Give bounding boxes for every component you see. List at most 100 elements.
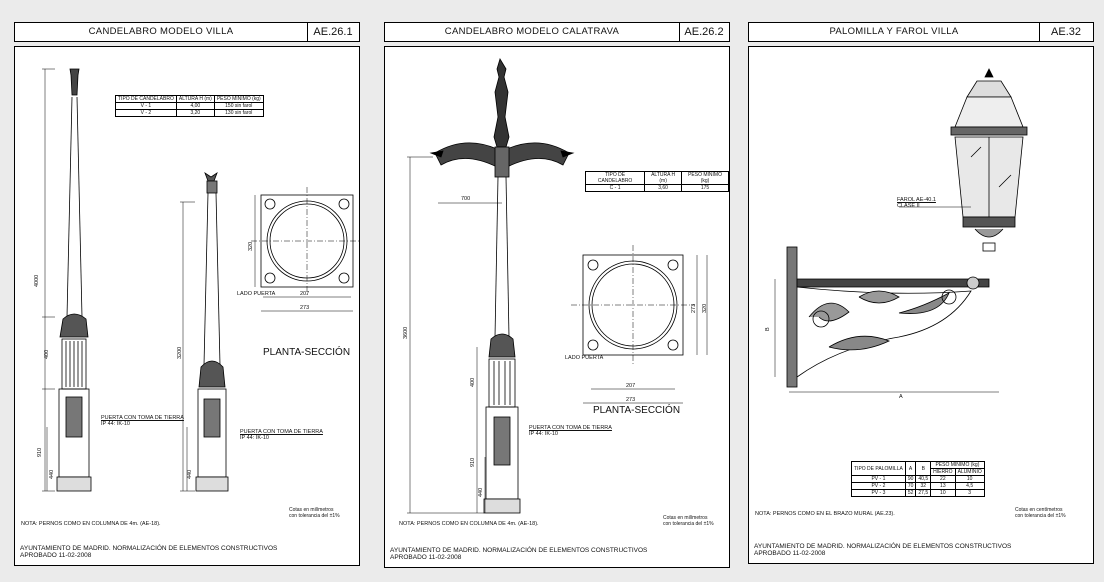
table-header: A — [904, 461, 917, 476]
drawing-villa — [42, 68, 359, 492]
sheet-title: PALOMILLA Y FAROL VILLA — [749, 23, 1040, 41]
table-cell: 10 — [930, 489, 956, 497]
table-row: PV - 3 52 27,5 10 3 — [851, 489, 985, 497]
table-cell: 70 — [904, 482, 917, 490]
dim-label: 910 — [37, 447, 43, 457]
table-cell: 90 — [904, 475, 917, 483]
tolerance-line: Cotas en milímetros — [289, 507, 334, 513]
table-cell: 52 — [904, 489, 917, 497]
table-header: B — [915, 461, 932, 476]
ip-label: IP 44: IK-10 — [529, 431, 558, 437]
dim-label: B — [765, 327, 771, 331]
table-row: V - 1 4,00 150 sin farol — [115, 102, 264, 110]
lado-puerta-label: LADO PUERTA — [237, 291, 276, 297]
table-header: PESO MINIMO (kg) — [213, 95, 264, 103]
sheet-palomilla: PALOMILLA Y FAROL VILLA AE.32 — [748, 22, 1094, 568]
table-cell: 27,5 — [915, 489, 932, 497]
table-cell: PV - 3 — [851, 489, 906, 497]
table-row: PV - 1 90 40,5 22 10 — [851, 475, 985, 483]
title-block: PALOMILLA Y FAROL VILLA AE.32 — [748, 22, 1094, 42]
table-cell: 3,60 — [644, 184, 683, 192]
table-cell: 3,20 — [175, 109, 215, 117]
bolts-note: NOTA: PERNOS COMO EN EL BRAZO MURAL (AE.… — [755, 511, 895, 517]
footer-line: APROBADO 11-02-2008 — [390, 554, 462, 561]
column-v1 — [56, 68, 92, 492]
dim-label: 320 — [248, 241, 254, 251]
dim-label: 320 — [702, 303, 708, 313]
sheet-title: CANDELABRO MODELO VILLA — [15, 23, 308, 41]
dim-label: 440 — [187, 469, 193, 479]
dim-label: 3200 — [177, 346, 183, 359]
farol-class: CLASE II — [897, 203, 920, 209]
plan-section-title: PLANTA-SECCIÓN — [263, 347, 351, 358]
table-cell: 3 — [954, 489, 985, 497]
table-header: PESO MINIMO (kg) — [930, 461, 985, 469]
table-cell: V - 1 — [115, 102, 177, 110]
table-cell: C - 1 — [584, 184, 646, 192]
table-cell: 130 sin farol — [213, 109, 264, 117]
dim-label: 400 — [470, 377, 476, 387]
footer-line: AYUNTAMIENTO DE MADRID. NORMALIZACIÓN DE… — [20, 545, 278, 552]
door-label: PUERTA CON TOMA DE TIERRA — [240, 429, 323, 435]
door-label: PUERTA CON TOMA DE TIERRA — [101, 415, 184, 421]
dim-label: 700 — [461, 196, 471, 202]
table-header: TIPO DE CANDELABRO — [584, 171, 646, 185]
table-cell: PV - 2 — [851, 482, 906, 490]
table-header: ALTURA H (m) — [644, 171, 683, 185]
table-header: ALTURA H (m) — [175, 95, 215, 103]
bolts-note: NOTA: PERNOS COMO EN COLUMNA DE 4m. (AE-… — [399, 521, 539, 527]
plan-section-title: PLANTA-SECCIÓN — [593, 405, 681, 416]
door-label: PUERTA CON TOMA DE TIERRA — [529, 425, 612, 431]
table-cell: 10 — [954, 475, 985, 483]
footer-line: APROBADO 11-02-2008 — [20, 552, 92, 559]
footer: AYUNTAMIENTO DE MADRID. NORMALIZACIÓN DE… — [20, 545, 277, 559]
drawing-calatrava — [407, 58, 708, 514]
sheet-code: AE.26.1 — [313, 26, 353, 38]
tolerance-note: Cotas en milímetros con tolerancia del ±… — [663, 515, 714, 527]
column-c1 — [429, 58, 575, 514]
dim-label: 273 — [626, 397, 636, 403]
sheet-code: AE.26.2 — [684, 26, 724, 38]
dim-label: 207 — [300, 291, 310, 297]
table-header: TIPO DE CANDELABRO — [115, 95, 177, 103]
dim-label: 910 — [470, 457, 476, 467]
table-cell: 13 — [930, 482, 956, 490]
calatrava-table: TIPO DE CANDELABRO ALTURA H (m) PESO MIN… — [584, 171, 729, 192]
table-cell: 4,00 — [175, 102, 215, 110]
table-cell: 4,5 — [954, 482, 985, 490]
drawing-area: TIPO DE CANDELABRO ALTURA H (m) PESO MIN… — [384, 46, 730, 568]
drawing-palomilla — [774, 68, 1028, 393]
footer: AYUNTAMIENTO DE MADRID. NORMALIZACIÓN DE… — [754, 543, 1011, 557]
table-cell: 40,5 — [915, 475, 932, 483]
table-cell: 22 — [930, 475, 956, 483]
tolerance-note: Cotas en milímetros con tolerancia del ±… — [289, 507, 340, 519]
table-subheader: HIERRO — [930, 468, 956, 476]
bolts-note: NOTA: PERNOS COMO EN COLUMNA DE 4m. (AE-… — [21, 521, 161, 527]
table-subheader: ALUMINIO — [954, 468, 985, 476]
table-row: C - 1 3,60 175 — [584, 184, 729, 192]
table-cell: 150 sin farol — [213, 102, 264, 110]
dim-label: 273 — [691, 303, 697, 313]
villa-table: TIPO DE CANDELABRO ALTURA H (m) PESO MIN… — [115, 95, 264, 117]
sheet-calatrava: CANDELABRO MODELO CALATRAVA AE.26.2 — [384, 22, 730, 568]
farol-label: FAROL AE-40.1 — [897, 197, 936, 203]
column-v2 — [195, 171, 229, 492]
table-header: TIPO DE PALOMILLA — [851, 461, 906, 476]
table-header: PESO MINIMO (kg) — [681, 171, 729, 185]
table-cell: V - 2 — [115, 109, 177, 117]
dim-label: 207 — [626, 383, 636, 389]
title-block: CANDELABRO MODELO CALATRAVA AE.26.2 — [384, 22, 730, 42]
footer-line: APROBADO 11-02-2008 — [754, 550, 826, 557]
dim-label: 273 — [300, 305, 310, 311]
drawing-area: FAROL AE-40.1 CLASE II B A TIPO DE PALOM… — [748, 46, 1094, 564]
sheet-code: AE.32 — [1051, 26, 1081, 38]
lado-puerta-label: LADO PUERTA — [565, 355, 604, 361]
tolerance-line: con tolerancia del ±1% — [289, 513, 340, 519]
tolerance-note: Cotas en centímetros con tolerancia del … — [1015, 507, 1066, 519]
plan-section-villa — [251, 187, 359, 312]
ip-label: IP 44: IK-10 — [240, 435, 269, 441]
dim-label: 440 — [49, 469, 55, 479]
sheet-title: CANDELABRO MODELO CALATRAVA — [385, 23, 680, 41]
tolerance-line: con tolerancia del ±1% — [1015, 513, 1066, 519]
footer: AYUNTAMIENTO DE MADRID. NORMALIZACIÓN DE… — [390, 547, 647, 561]
